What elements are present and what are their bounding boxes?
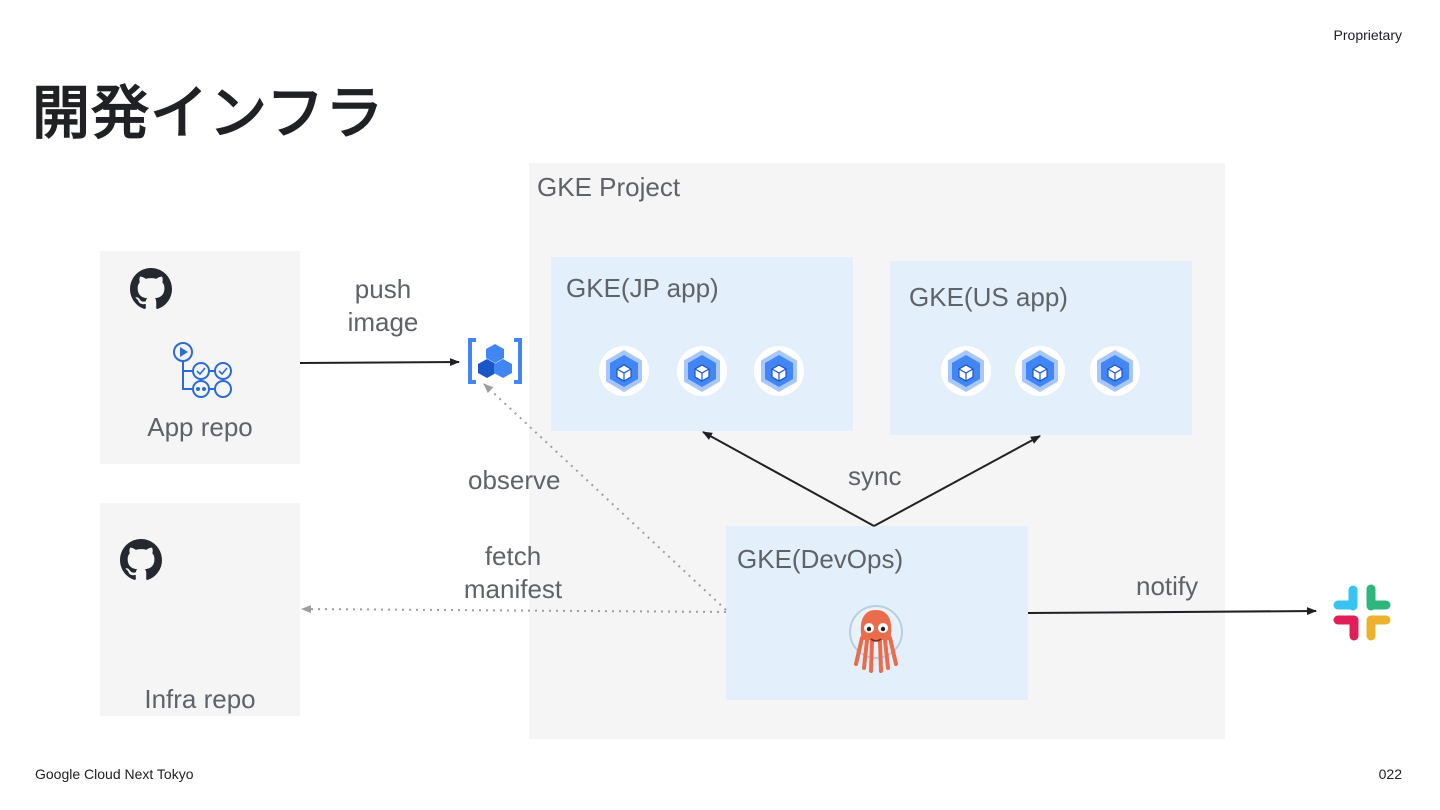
edge-label-notify: notify [1136,571,1199,601]
edge-notify [1027,607,1317,616]
kubernetes-pod-icon [753,345,805,397]
edge-label-fetch-manifest: fetch manifest [443,540,583,606]
edge-label-push-image: push image [323,273,443,339]
edge-sync-jp [702,431,875,527]
gke-jp-label: GKE(JP app) [566,273,719,303]
edge-label-sync: sync [848,461,902,491]
infra-repo-label: Infra repo [144,684,256,714]
edge-label-image: image [347,307,419,337]
github-icon [130,268,172,309]
edge-label-manifest: manifest [463,574,563,604]
kubernetes-pod-icon [1014,345,1066,397]
edge-sync-us [873,435,1041,527]
proprietary-label: Proprietary [1333,27,1402,43]
edge-fetch-manifest [301,605,727,614]
github-icon [120,539,162,580]
footer-event: Google Cloud Next Tokyo [35,766,194,782]
edge-label-push: push [354,274,412,304]
gke-project-label: GKE Project [537,172,681,202]
argo-cd-icon [849,605,903,673]
slack-icon [1333,584,1391,641]
page-number: 022 [1378,766,1402,782]
artifact-registry-icon [468,338,522,384]
github-actions-icon [173,342,232,398]
app-repo-label: App repo [147,412,253,442]
edge-label-fetch: fetch [484,541,542,571]
edge-label-observe: observe [468,465,561,495]
edge-observe [483,383,727,611]
gke-us-label: GKE(US app) [909,282,1068,312]
edge-push-image [299,358,460,367]
kubernetes-pod-icon [940,345,992,397]
page-title: 開発インフラ [32,79,385,147]
kubernetes-pod-icon [676,345,728,397]
gke-jp-box [551,257,853,431]
kubernetes-pod-icon [1089,345,1141,397]
kubernetes-pod-icon [598,345,650,397]
gke-devops-label: GKE(DevOps) [737,544,904,574]
infra-repo-box [100,503,300,716]
